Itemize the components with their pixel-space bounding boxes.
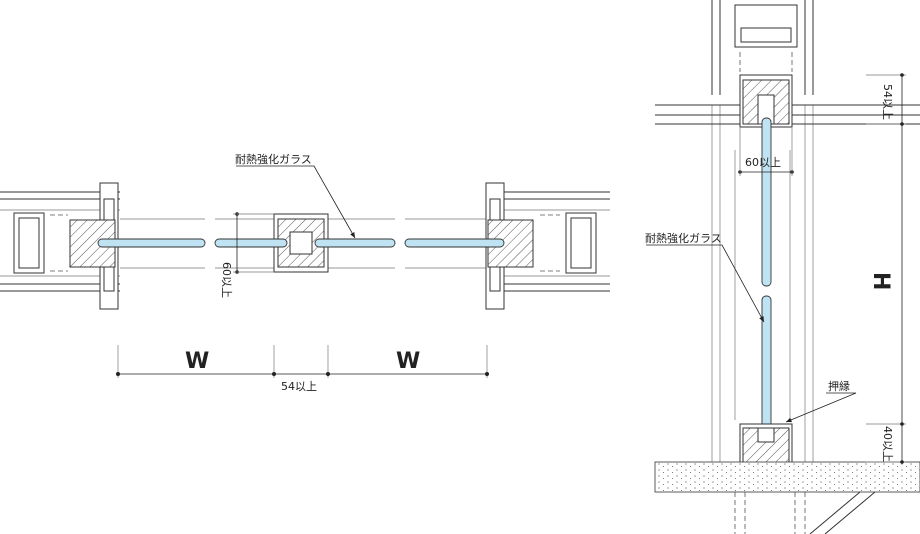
section-height-dimension: H 54以上 40以上 [866,73,906,464]
plan-glass-leader [236,165,356,239]
plan-width-dimension: W W 54以上 [116,345,489,393]
plan-glass-label: 耐熱強化ガラス [235,152,312,166]
section-jamb-lines [655,0,920,462]
section-glass-depth-dimension: 60以上 [738,128,794,176]
plan-glass-depth-label: 60以上 [220,262,233,298]
section-glass-label: 耐熱強化ガラス [645,231,722,245]
plan-mullion-width-label: 54以上 [281,380,317,393]
plan-view: 耐熱強化ガラス 60以上 W W 54以上 [0,152,610,393]
section-glass-leader [646,244,765,323]
section-sill-depth-label: 40以上 [881,426,894,462]
section-stop-leader [785,392,857,423]
plan-width-left-label: W [185,349,209,374]
section-height-label: H [868,272,893,290]
section-view: 60以上 耐熱強化ガラス 押縁 H 54以上 40以上 [645,0,920,534]
floor-slab [654,461,920,493]
section-glass [761,117,772,437]
plan-frame-lines [0,191,610,292]
section-stop-label: 押縁 [828,379,850,393]
plan-width-right-label: W [396,349,420,374]
section-head-depth-label: 54以上 [881,84,894,120]
section-sill [654,423,920,534]
plan-glass [97,238,505,248]
plan-glass-depth-dimension: 60以上 [220,212,274,298]
section-glass-depth-label: 60以上 [745,156,781,169]
section-head-frame [734,4,798,128]
